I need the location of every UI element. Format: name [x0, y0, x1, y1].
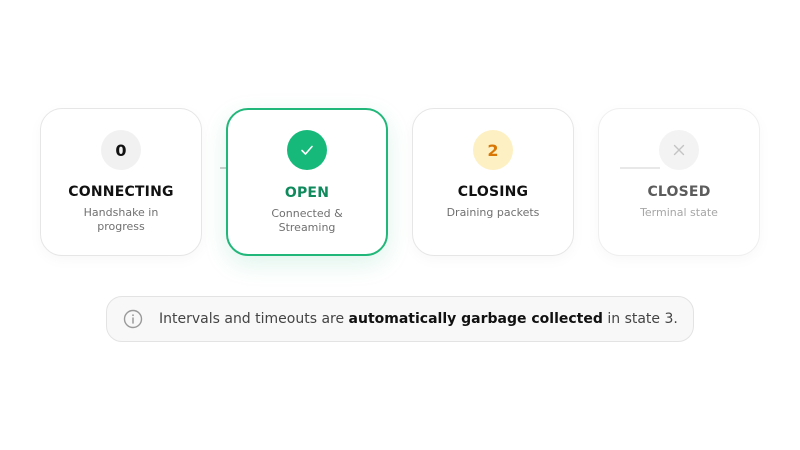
step-title: OPEN — [284, 185, 330, 201]
note-prefix: Intervals and timeouts are — [159, 311, 349, 327]
step-number-badge: 2 — [473, 130, 513, 170]
step-title: CONNECTING — [68, 184, 174, 200]
step-number-badge: 0 — [101, 130, 141, 170]
step-description: Handshake in progress — [83, 206, 159, 233]
note-text: Intervals and timeouts are automatically… — [159, 311, 678, 327]
step-complete-badge — [287, 130, 327, 170]
step-card-connecting: 0 CONNECTING Handshake in progress — [40, 108, 202, 256]
step-connector — [620, 167, 660, 169]
step-connector — [220, 167, 226, 169]
step-description: Connected & Streaming — [271, 207, 343, 234]
step-card-closing: 2 CLOSING Draining packets — [412, 108, 574, 256]
step-card-open: OPEN Connected & Streaming — [226, 108, 388, 256]
step-card-closed: CLOSED Terminal state — [598, 108, 760, 256]
info-icon — [123, 309, 143, 329]
step-title: CLOSED — [647, 184, 711, 200]
x-icon — [673, 144, 685, 156]
step-disabled-badge — [659, 130, 699, 170]
note-emphasis: automatically garbage collected — [348, 311, 603, 327]
info-note: Intervals and timeouts are automatically… — [106, 296, 694, 342]
step-description: Draining packets — [446, 206, 540, 219]
step-description: Terminal state — [640, 206, 718, 219]
step-title: CLOSING — [457, 184, 529, 200]
websocket-state-stepper: 0 CONNECTING Handshake in progress OPEN … — [40, 108, 760, 256]
note-suffix: in state 3. — [602, 311, 678, 327]
check-icon — [301, 145, 313, 155]
